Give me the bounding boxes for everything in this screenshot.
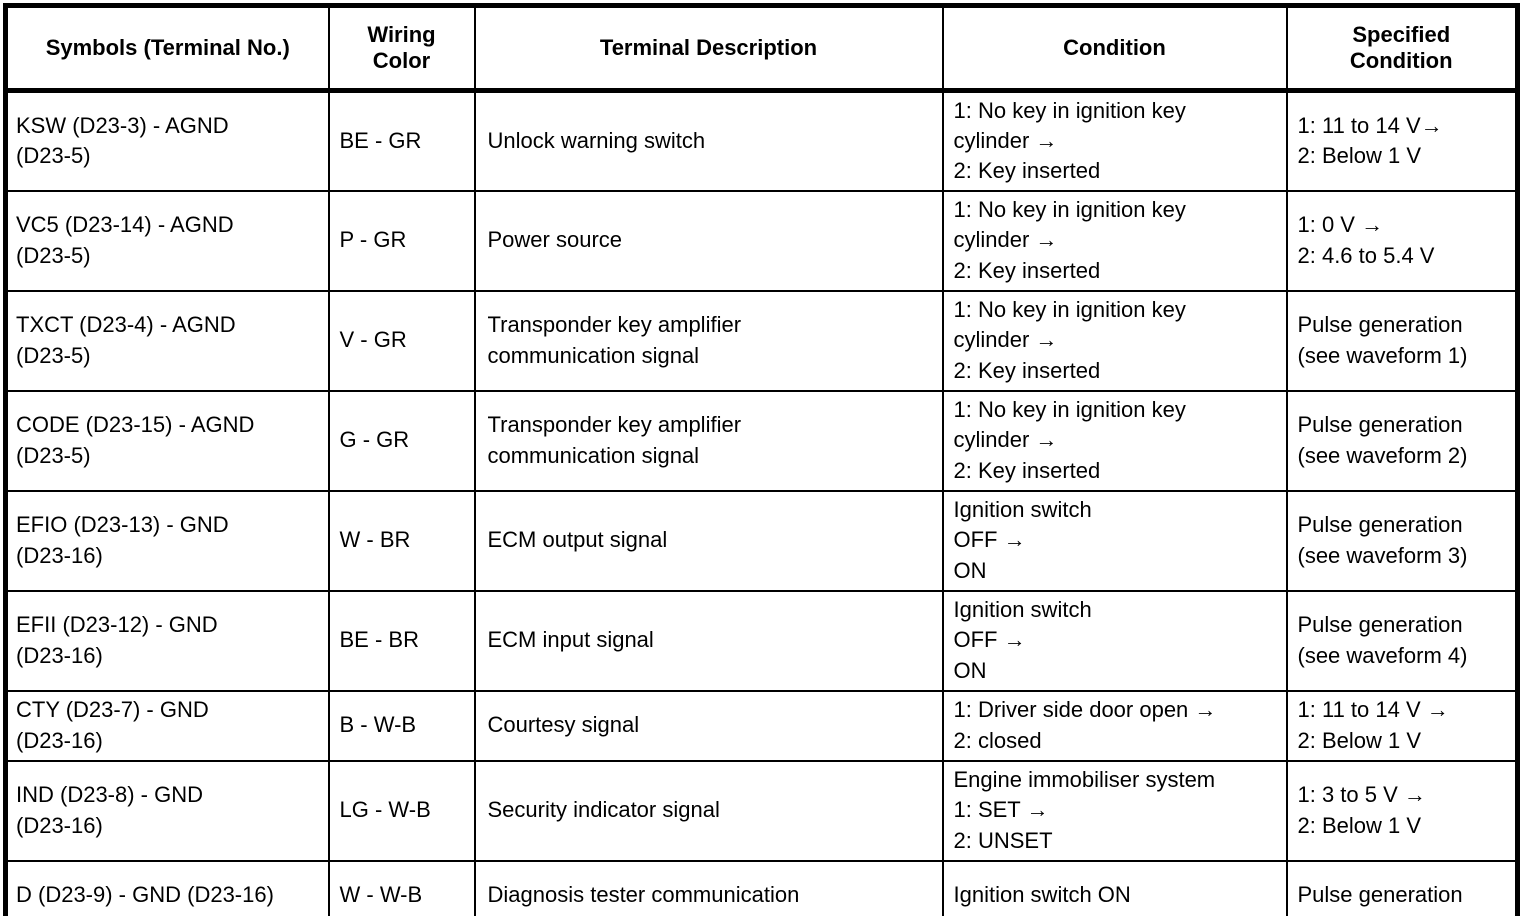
cell-condition: Ignition switch ON	[941, 859, 1288, 916]
cell-symbols: CODE (D23-15) - AGND (D23-5)	[4, 389, 330, 492]
cell-symbols: EFII (D23-12) - GND (D23-16)	[4, 589, 330, 692]
cell-condition: 1: No key in ignition key cylinder → 2: …	[941, 89, 1288, 192]
cell-terminal-description: Security indicator signal	[473, 759, 944, 862]
cell-symbols: KSW (D23-3) - AGND (D23-5)	[4, 89, 330, 192]
cell-wiring-color: W - W-B	[327, 859, 476, 916]
cell-specified-condition: Pulse generation (see waveform 4)	[1285, 589, 1519, 692]
cell-terminal-description: Unlock warning switch	[473, 89, 944, 192]
cell-terminal-description: Courtesy signal	[473, 689, 944, 762]
column-header-specified-condition: Specified Condition	[1285, 4, 1518, 93]
cell-specified-condition: 1: 0 V → 2: 4.6 to 5.4 V	[1285, 189, 1519, 292]
table-row: KSW (D23-3) - AGND (D23-5) BE - GR Unloc…	[4, 89, 1519, 192]
table-row: D (D23-9) - GND (D23-16) W - W-B Diagnos…	[4, 859, 1519, 916]
terminal-inspection-table: Symbols (Terminal No.) Wiring Color Term…	[3, 3, 1520, 916]
table-header: Symbols (Terminal No.) Wiring Color Term…	[5, 4, 1518, 93]
table-row: EFII (D23-12) - GND (D23-16) BE - BR ECM…	[4, 589, 1519, 692]
cell-terminal-description: Diagnosis tester communication	[473, 859, 944, 916]
cell-specified-condition: Pulse generation (see waveform 2)	[1285, 389, 1519, 492]
cell-specified-condition: Pulse generation (see waveform 3)	[1285, 489, 1519, 592]
cell-condition: 1: Driver side door open → 2: closed	[941, 689, 1288, 762]
cell-condition: Ignition switch OFF → ON	[941, 489, 1288, 592]
table-row: CODE (D23-15) - AGND (D23-5) G - GR Tran…	[4, 389, 1519, 492]
table-header-row: Symbols (Terminal No.) Wiring Color Term…	[5, 4, 1518, 93]
cell-terminal-description: Transponder key amplifier communication …	[473, 389, 944, 492]
cell-wiring-color: BE - BR	[327, 589, 476, 692]
cell-specified-condition: 1: 11 to 14 V → 2: Below 1 V	[1285, 689, 1519, 762]
cell-condition: Engine immobiliser system 1: SET → 2: UN…	[941, 759, 1288, 862]
cell-wiring-color: B - W-B	[327, 689, 476, 762]
cell-symbols: EFIO (D23-13) - GND (D23-16)	[4, 489, 330, 592]
table-row: CTY (D23-7) - GND (D23-16) B - W-B Court…	[4, 689, 1519, 762]
table-body: KSW (D23-3) - AGND (D23-5) BE - GR Unloc…	[4, 89, 1519, 916]
cell-symbols: D (D23-9) - GND (D23-16)	[4, 859, 330, 916]
cell-wiring-color: P - GR	[327, 189, 476, 292]
cell-condition: 1: No key in ignition key cylinder → 2: …	[941, 189, 1288, 292]
table-row: TXCT (D23-4) - AGND (D23-5) V - GR Trans…	[4, 289, 1519, 392]
column-header-wiring-color: Wiring Color	[327, 4, 476, 93]
cell-wiring-color: LG - W-B	[327, 759, 476, 862]
cell-wiring-color: V - GR	[327, 289, 476, 392]
cell-wiring-color: G - GR	[327, 389, 476, 492]
cell-terminal-description: ECM output signal	[473, 489, 944, 592]
cell-specified-condition: 1: 3 to 5 V → 2: Below 1 V	[1285, 759, 1519, 862]
cell-symbols: VC5 (D23-14) - AGND (D23-5)	[4, 189, 330, 292]
cell-terminal-description: Power source	[473, 189, 944, 292]
column-header-symbols: Symbols (Terminal No.)	[5, 4, 330, 93]
table-row: IND (D23-8) - GND (D23-16) LG - W-B Secu…	[4, 759, 1519, 862]
cell-condition: 1: No key in ignition key cylinder → 2: …	[941, 289, 1288, 392]
cell-wiring-color: W - BR	[327, 489, 476, 592]
column-header-terminal-description: Terminal Description	[473, 4, 944, 93]
cell-symbols: CTY (D23-7) - GND (D23-16)	[4, 689, 330, 762]
cell-specified-condition: 1: 11 to 14 V→ 2: Below 1 V	[1285, 89, 1519, 192]
table-row: EFIO (D23-13) - GND (D23-16) W - BR ECM …	[4, 489, 1519, 592]
cell-specified-condition: Pulse generation	[1285, 859, 1519, 916]
cell-condition: Ignition switch OFF → ON	[941, 589, 1288, 692]
cell-condition: 1: No key in ignition key cylinder → 2: …	[941, 389, 1288, 492]
cell-symbols: TXCT (D23-4) - AGND (D23-5)	[4, 289, 330, 392]
cell-wiring-color: BE - GR	[327, 89, 476, 192]
table-row: VC5 (D23-14) - AGND (D23-5) P - GR Power…	[4, 189, 1519, 292]
cell-specified-condition: Pulse generation (see waveform 1)	[1285, 289, 1519, 392]
column-header-condition: Condition	[941, 4, 1288, 93]
cell-symbols: IND (D23-8) - GND (D23-16)	[4, 759, 330, 862]
cell-terminal-description: Transponder key amplifier communication …	[473, 289, 944, 392]
cell-terminal-description: ECM input signal	[473, 589, 944, 692]
